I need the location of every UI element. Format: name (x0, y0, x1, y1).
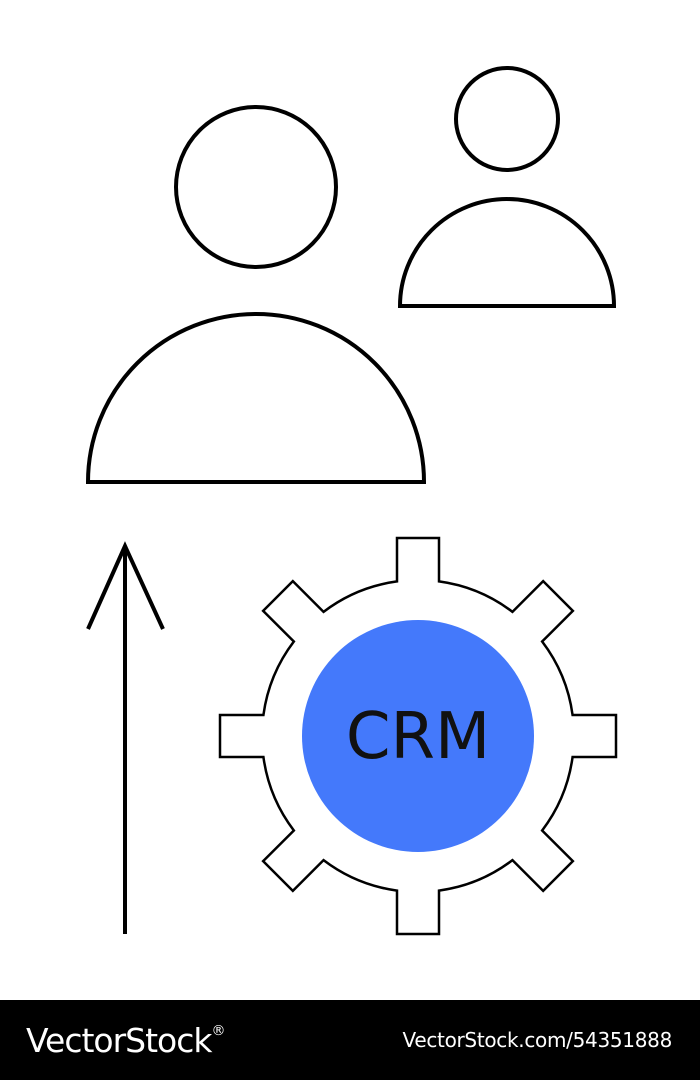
small-user-body (397, 197, 617, 308)
brand-logo: VectorStock® (26, 1020, 226, 1060)
arrow-up-icon (86, 541, 165, 934)
crm-label: CRM (346, 700, 490, 774)
registered-mark: ® (211, 1022, 226, 1039)
small-user-head (454, 66, 560, 172)
crm-illustration: CRM (85, 66, 618, 936)
large-user-icon (85, 105, 427, 484)
gear-center-circle (302, 620, 534, 852)
watermark-footer: VectorStock® VectorStock.com/54351888 (0, 1000, 700, 1080)
large-user-body (85, 312, 427, 484)
large-user-head (174, 105, 338, 269)
small-user-icon (397, 66, 617, 308)
arrow-head (86, 541, 165, 630)
image-id: VectorStock.com/54351888 (402, 1028, 673, 1052)
brand-name: VectorStock (26, 1020, 212, 1060)
